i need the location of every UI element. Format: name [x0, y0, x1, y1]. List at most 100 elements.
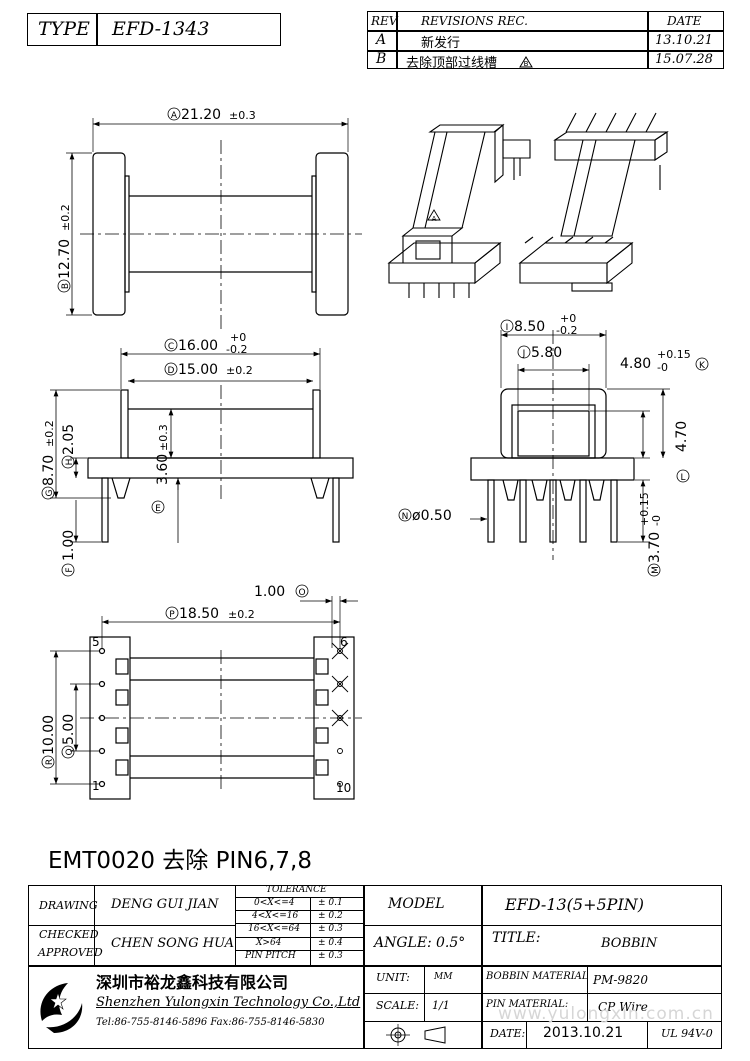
scale-value: 1/1	[432, 999, 450, 1012]
dim-p-tol: ±0.2	[228, 608, 255, 621]
tb-hline-6	[235, 950, 363, 951]
dim-k-value: 4.80	[620, 356, 651, 372]
pin-material-label: PIN MATERIAL:	[486, 999, 569, 1010]
dim-s-letter: Q	[65, 748, 75, 755]
dim-n-letter: N	[402, 512, 409, 522]
company-contact: Tel:86-755-8146-5896 Fax:86-755-8146-583…	[96, 1017, 325, 1028]
dim-s-value: 5.00	[61, 714, 77, 745]
dim-l-letter: L	[680, 473, 685, 483]
dim-d-tol: ±0.2	[226, 364, 253, 377]
dim-p-letter: P	[169, 610, 175, 620]
isometric-view-left	[387, 123, 531, 298]
dim-f-value: 1.00	[61, 530, 77, 561]
bobbin-material-label: BOBBIN MATERIAL	[486, 971, 589, 982]
tb-vline-3	[310, 897, 311, 965]
dim-r-value: 10.00	[41, 715, 57, 755]
dim-i-value: 8.50	[514, 319, 545, 335]
watermark: www.yulongxin.com.cn	[498, 1004, 714, 1024]
dim-a-letter: A	[171, 111, 178, 121]
type-label: TYPE	[38, 18, 90, 40]
dim-r-letter: R	[45, 759, 55, 765]
dim-q-value: 3.60	[155, 454, 171, 485]
dim-p-value: 18.50	[179, 606, 219, 622]
tb-hline-7	[28, 965, 722, 967]
date-value: 2013.10.21	[543, 1025, 624, 1041]
dim-a-value: 21.20	[181, 107, 221, 123]
dim-j-value: 5.80	[531, 345, 562, 361]
dim-c-value: 16.00	[178, 338, 218, 354]
date-header: DATE	[667, 14, 702, 28]
pin-1-label: 1	[92, 779, 100, 793]
tb-hline-1	[28, 925, 236, 926]
tb-vline-5	[481, 885, 483, 1049]
dim-n-value: ø0.50	[412, 508, 452, 524]
bobbin-material-value: PM-9820	[593, 973, 648, 987]
tol-range-3: 16<X<=64	[248, 924, 300, 934]
pin-5-label: 5	[92, 635, 100, 649]
rev-a-date: 13.10.21	[655, 33, 713, 48]
dim-k-tol-up: +0.15	[657, 348, 691, 361]
type-divider	[96, 13, 98, 46]
unit-value: MM	[434, 972, 453, 982]
model-value: EFD-13(5+5PIN)	[505, 895, 645, 914]
dim-d-letter: D	[168, 366, 175, 376]
dim-q-tol: ±0.3	[157, 424, 170, 451]
tb-vline-8	[526, 1021, 527, 1049]
dim-k-tol-dn: -0	[657, 361, 668, 374]
scale-label: SCALE:	[376, 999, 419, 1012]
dim-m-tol-up: +0.15	[638, 492, 651, 526]
tb-hline-4	[235, 923, 363, 924]
title-block	[28, 885, 722, 1049]
dim-a-tol: ±0.3	[229, 109, 256, 122]
svg-text:B: B	[524, 60, 529, 68]
dim-d-value: 15.00	[178, 362, 218, 378]
dim-c-letter: C	[168, 342, 174, 352]
company-name-cn: 深圳市裕龙鑫科技有限公司	[96, 973, 289, 992]
ul-value: UL 94V-0	[661, 1027, 713, 1040]
rev-a: A	[376, 32, 387, 48]
tolerance-title: TOLERANCE	[266, 885, 327, 895]
dim-h-letter: H	[65, 459, 75, 466]
dim-l-value: 4.70	[674, 421, 690, 452]
dim-f-letter: F	[65, 567, 75, 572]
tol-range-5: PIN PITCH	[245, 951, 296, 961]
isometric-view-right	[518, 112, 669, 292]
tol-range-1: 0<X<=4	[254, 898, 295, 908]
drawing-label: DRAWING	[39, 899, 98, 912]
tol-range-2: 4<X<=16	[252, 911, 299, 921]
revisions-header: REVISIONS REC.	[421, 14, 528, 28]
dim-k-letter: K	[699, 361, 706, 371]
dim-b-value: 12.70	[57, 239, 73, 279]
dim-m-value: 3.70	[647, 532, 663, 563]
type-box	[27, 13, 281, 46]
tol-value-5: ± 0.3	[318, 951, 343, 961]
tol-value-4: ± 0.4	[318, 938, 343, 948]
company-name-en: Shenzhen Yulongxin Technology Co.,Ltd	[96, 995, 361, 1010]
rev-b-date: 15.07.28	[655, 52, 713, 67]
title-label: TITLE:	[492, 930, 541, 946]
dim-o-letter: O	[298, 588, 305, 598]
checked-value: CHEN SONG HUA	[111, 936, 235, 951]
rev-header: REV	[371, 14, 398, 28]
model-label: MODEL	[388, 896, 445, 912]
technical-drawing: A 21.20 ±0.3 B 12.70 ±0.2 C 16.00 +0 -0.…	[41, 107, 709, 800]
tol-range-4: X>64	[256, 938, 282, 948]
tb-hline-3	[235, 910, 363, 911]
bottom-view	[50, 596, 362, 800]
drawing-value: DENG GUI JIAN	[111, 897, 219, 912]
tb-hline-9	[363, 993, 722, 994]
tb-hline-2	[235, 897, 363, 898]
note-text: EMT0020 去除 PIN6,7,8	[48, 848, 312, 874]
title-value: BOBBIN	[601, 936, 658, 951]
rev-b: B	[376, 51, 387, 67]
dim-h-value: 2.05	[61, 424, 77, 455]
revision-table	[367, 11, 724, 69]
rev-col-line	[396, 11, 398, 69]
rev-row-line-2	[367, 50, 724, 52]
dim-e-letter: E	[155, 504, 161, 514]
front-view	[50, 348, 354, 543]
side-view	[470, 330, 670, 560]
type-value: EFD-1343	[112, 18, 210, 40]
dim-j-letter: J	[522, 349, 526, 359]
dim-b-tol: ±0.2	[59, 204, 72, 231]
